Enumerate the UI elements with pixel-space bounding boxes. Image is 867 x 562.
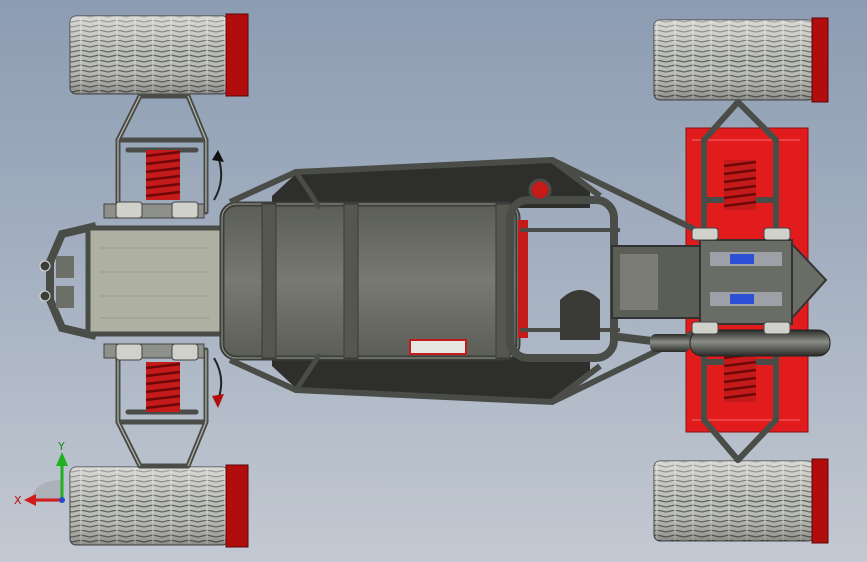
tire-rear-right-icon xyxy=(653,458,829,544)
spring-rear-right-icon xyxy=(723,352,757,402)
tire-rear-left-icon xyxy=(653,17,829,103)
x-axis-label: X xyxy=(14,494,22,507)
rotation-arrow-bottom-icon xyxy=(212,357,224,408)
rear-suspension-arms xyxy=(701,99,779,463)
engine-block xyxy=(611,239,828,325)
coordinate-triad: Y X xyxy=(14,440,68,507)
front-nose-tray xyxy=(39,203,225,359)
spring-rear-left-icon xyxy=(723,160,757,210)
tire-front-left-icon xyxy=(69,13,249,97)
cockpit-frame xyxy=(219,156,702,406)
tire-front-right-icon xyxy=(69,464,249,548)
hub-bolts xyxy=(115,201,791,361)
spring-front-left-icon xyxy=(145,150,181,200)
rotation-arrow-top-icon xyxy=(212,150,224,201)
y-axis-label: Y xyxy=(57,440,65,453)
exhaust-icon xyxy=(611,329,831,357)
spring-front-right-icon xyxy=(145,362,181,412)
